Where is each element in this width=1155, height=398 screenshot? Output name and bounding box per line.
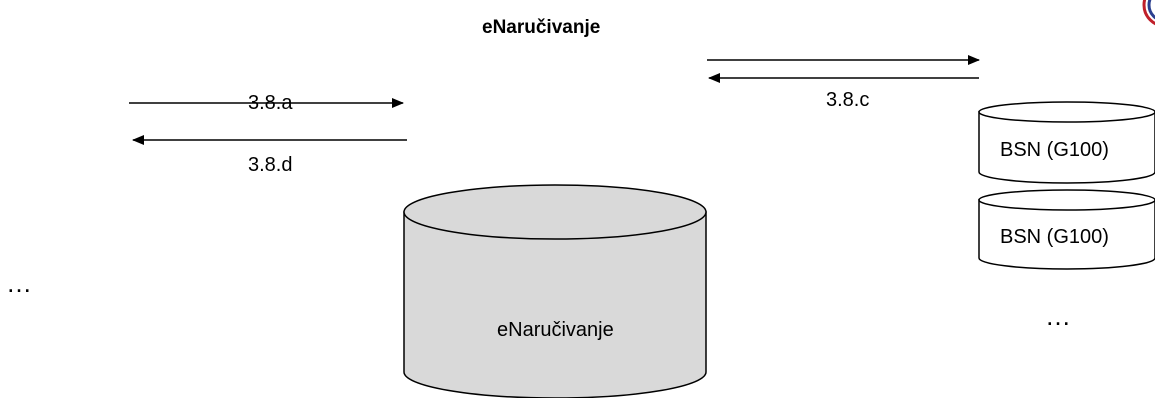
enarucivanje-database [403,184,707,398]
arrow-label-3-8-d: 3.8.d [248,154,293,176]
bsn-cylinder-2 [978,189,1155,270]
database-label: eNaručivanje [497,319,614,341]
ellipsis-right: … [1045,301,1074,331]
arrow-label-3-8-c: 3.8.c [826,89,870,111]
logo-emblem [1142,0,1155,26]
bsn-cylinder-1 [978,101,1155,184]
diagram-title: eNaručivanje [482,17,601,38]
arrow-label-3-8-a: 3.8.a [248,92,293,114]
bsn-label-2: BSN (G100) [1000,226,1109,248]
ellipsis-left: … [6,268,35,298]
bsn-label-1: BSN (G100) [1000,139,1109,161]
